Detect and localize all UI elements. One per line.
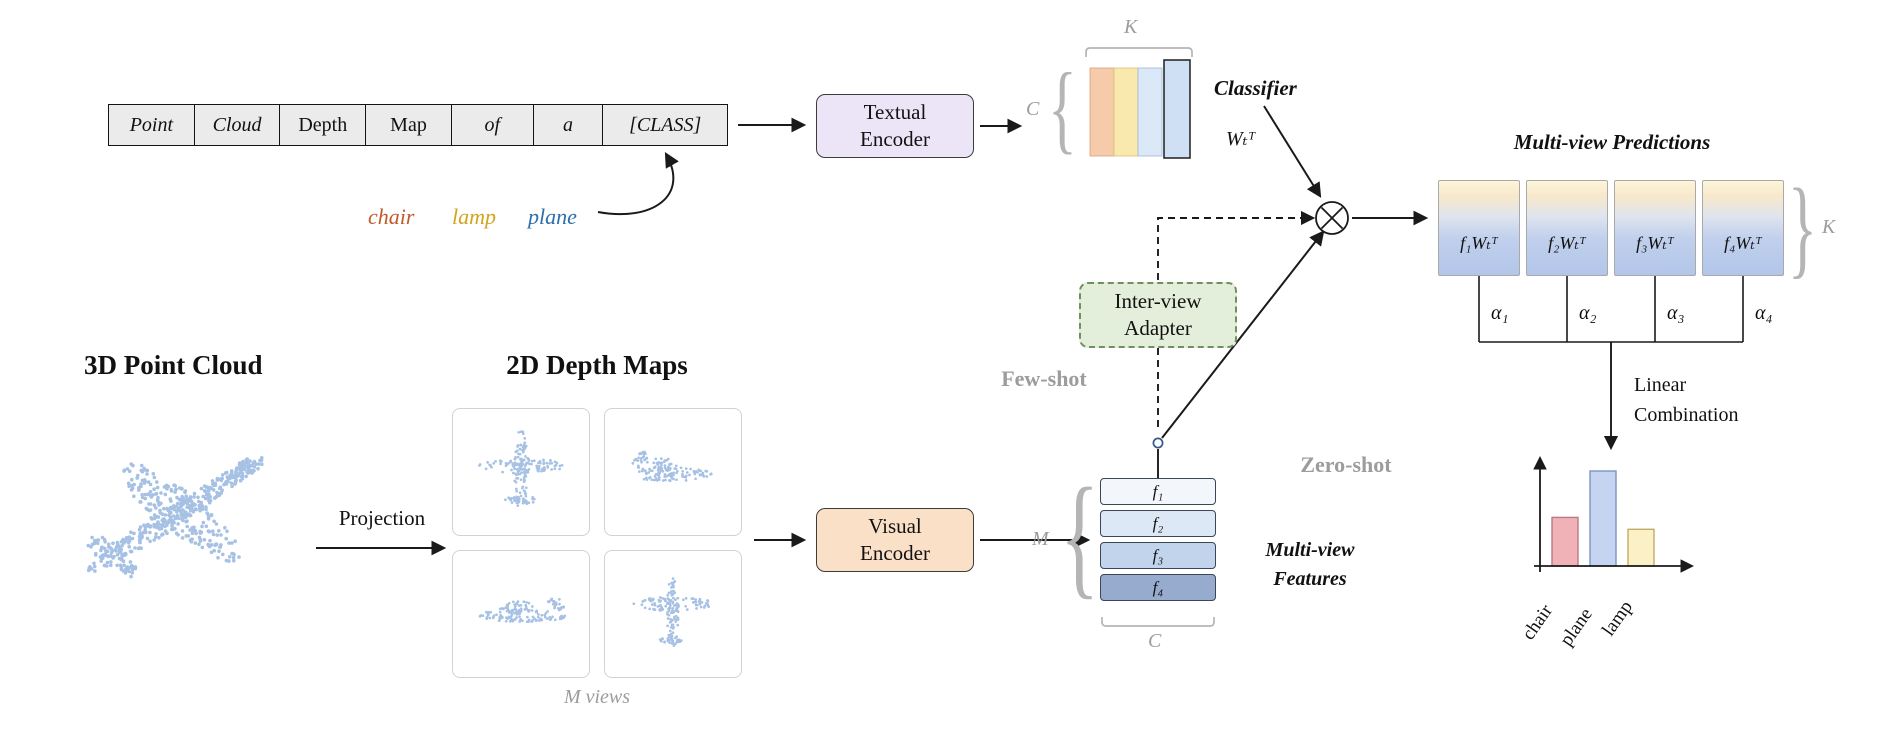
- depth-map-scatter: [478, 430, 713, 647]
- k-top-bracket: [1085, 47, 1193, 57]
- prompt-cell-a: a: [534, 105, 604, 145]
- classifier-weight-symbol: Wₜᵀ: [1226, 128, 1256, 150]
- m-views-label: M views: [563, 686, 631, 708]
- features-dim-c: C: [1148, 630, 1162, 652]
- prompt-cell-class: [CLASS]: [629, 113, 702, 136]
- classifier-weight-stripes: [1089, 59, 1191, 159]
- c-bottom-bracket: [1101, 617, 1215, 627]
- arrow-classifier-to-product: [1263, 105, 1322, 198]
- arrow-zeroshot-to-product: [1161, 230, 1325, 439]
- depth-map-panel-3: [452, 550, 590, 678]
- inter-view-adapter-box: Inter-view Adapter: [1079, 282, 1237, 348]
- alpha-4: α₄: [1755, 302, 1773, 324]
- point-cloud-scatter: [86, 456, 264, 579]
- prompt-cell-of: of: [452, 105, 534, 145]
- zero-shot-label: Zero-shot: [1300, 452, 1392, 477]
- prompt-cell-cloud: Cloud: [195, 105, 281, 145]
- alpha-1: α₁: [1491, 302, 1509, 324]
- classifier-label: Classifier: [1214, 76, 1297, 100]
- feature-row-f1: f₁: [1100, 478, 1216, 505]
- tensor-product-operator: [1315, 201, 1349, 235]
- switch-pivot: [1152, 437, 1164, 449]
- prediction-bars: [1551, 470, 1655, 567]
- feature-row-f4: f₄: [1100, 574, 1216, 601]
- alpha-weight-lines: [1478, 276, 1744, 343]
- projection-label: Projection: [338, 506, 426, 530]
- class-word-plane: plane: [528, 204, 577, 229]
- feature-row-f2: f₂: [1100, 510, 1216, 537]
- predictions-dim-k: K: [1822, 216, 1836, 238]
- prompt-template-table: Point Cloud Depth Map of a [CLASS]: [108, 104, 728, 146]
- class-word-chair: chair: [368, 204, 415, 229]
- depth-map-panel-1: [452, 408, 590, 536]
- multi-view-features-caption: Multi-view Features: [1265, 539, 1355, 590]
- class-word-lamp: lamp: [452, 204, 496, 229]
- prediction-box-2: f₂Wₜᵀ: [1526, 180, 1608, 276]
- visual-encoder-label: Visual Encoder: [860, 513, 930, 565]
- features-left-brace: {: [1060, 461, 1100, 611]
- classifier-dim-c: C: [1026, 98, 1040, 120]
- prompt-cell-map: Map: [366, 105, 452, 145]
- alpha-3: α₃: [1667, 302, 1685, 324]
- features-dim-m: M: [1032, 528, 1049, 550]
- depth-maps-title: 2D Depth Maps: [506, 350, 688, 380]
- visual-encoder-box: Visual Encoder: [816, 508, 974, 572]
- prediction-box-3: f₃Wₜᵀ: [1614, 180, 1696, 276]
- prediction-box-1: f₁Wₜᵀ: [1438, 180, 1520, 276]
- textual-encoder-box: Textual Encoder: [816, 94, 974, 158]
- textual-encoder-label: Textual Encoder: [860, 99, 930, 151]
- depth-map-panel-4: [604, 550, 742, 678]
- feature-row-f3: f₃: [1100, 542, 1216, 569]
- prompt-cell-point: Point: [109, 105, 195, 145]
- point-cloud-title: 3D Point Cloud: [84, 350, 263, 380]
- prediction-box-4: f₄Wₜᵀ: [1702, 180, 1784, 276]
- depth-map-panel-2: [604, 408, 742, 536]
- alpha-2: α₂: [1579, 302, 1597, 324]
- inter-view-adapter-label: Inter-view Adapter: [1114, 288, 1202, 340]
- classifier-dim-k: K: [1124, 16, 1138, 38]
- classifier-left-brace: {: [1048, 52, 1077, 163]
- arrow-class-to-prompt: [597, 152, 679, 216]
- predictions-right-brace: }: [1788, 166, 1818, 288]
- few-shot-label: Few-shot: [1001, 366, 1087, 391]
- linear-combination-label: Linear Combination: [1634, 374, 1739, 426]
- prompt-cell-depth: Depth: [280, 105, 367, 145]
- multi-view-predictions-title: Multi-view Predictions: [1513, 130, 1711, 154]
- dashed-fewshot-to-product: [1157, 210, 1316, 280]
